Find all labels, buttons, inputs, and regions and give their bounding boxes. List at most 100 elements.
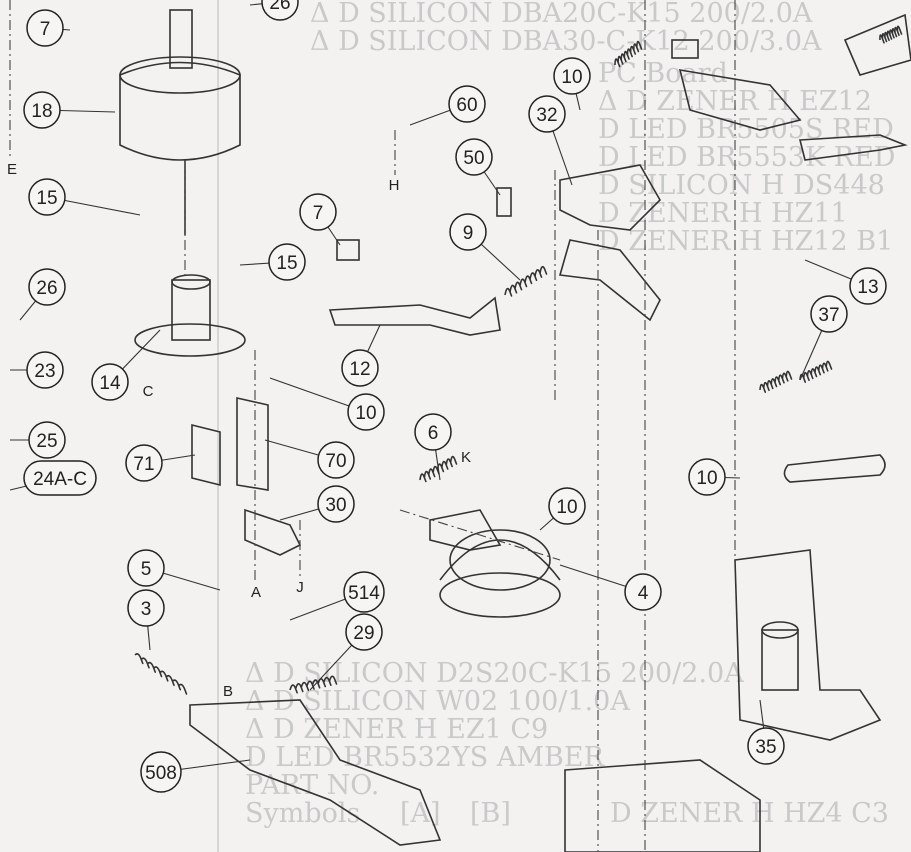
callout-number: 15 [36,188,57,209]
flywheel-4 [429,509,561,618]
top-bracket [678,69,802,131]
callout-number: 35 [755,737,776,758]
callout-bubble [317,485,355,523]
callout-number: 10 [696,468,717,489]
bleed-through-text: Δ D SILICON D2S20C-K15 200/2.0A [245,658,744,689]
bleed-through-text: Δ D SILICON W02 100/1.0A [245,686,630,717]
bleed-through-text: Δ D SILICON DBA20C-K15 200/2.0A [310,0,813,29]
callout-number: 3 [141,599,152,620]
callout-bubble [414,413,452,451]
callout-number: 15 [276,253,297,274]
callout-number: 4 [638,583,649,604]
callout-bubble [28,268,66,306]
lever-12 [328,296,501,336]
callout-number: 24A-C [33,469,87,490]
callout-bubble [268,243,306,281]
bleed-through-text: D ZENER H HZ4 C3 [610,798,889,829]
callout-15: 15 [28,178,141,216]
callout-number: 514 [348,583,380,604]
base-plate [564,759,761,852]
callout-bubble [345,613,383,651]
callout-number: 5 [141,559,152,580]
callout-number: 13 [857,277,878,298]
callout-bubble [849,267,887,305]
bleed-through-text: Symbols [245,798,361,829]
callout-number: 50 [463,148,484,169]
callout-18: 18 [23,91,116,129]
callout-bubble [127,589,165,627]
callout-bubble [688,458,726,496]
callout-10: 10 [539,487,586,531]
lever-13 [798,134,908,161]
spring-icon [799,360,833,383]
callout-7: 7 [26,9,71,47]
spring-icon [419,455,458,483]
callout-number: 25 [36,431,57,452]
callout-bubble [455,138,493,176]
callout-bubble [317,441,355,479]
callout-23: 23 [10,351,64,389]
top-right-part [843,13,911,76]
callout-bubble [553,57,591,95]
chassis-part [734,549,882,741]
callout-26: 26 [249,0,299,21]
callout-10: 10 [553,57,591,111]
callout-number: 32 [536,105,557,126]
callout-35: 35 [747,699,785,765]
spring-icon [879,25,903,44]
callout-bubble [140,751,182,793]
callout-number: 37 [818,305,839,326]
callout-number: 18 [31,101,52,122]
callout-number: 10 [355,403,376,424]
reference-letter-c: C [143,383,154,400]
callout-number: 14 [99,373,121,394]
callout-7: 7 [299,193,341,246]
callout-12: 12 [341,324,381,387]
callout-25: 25 [10,421,66,459]
callout-number: 60 [456,95,477,116]
callout-15: 15 [239,243,306,281]
callout-bubble [26,351,64,389]
callout-bubble [341,349,379,387]
callout-number: 26 [36,278,57,299]
callout-6: 6 [414,413,452,481]
bleed-through-text: D LED BR5532YS AMBER [245,742,604,773]
motor-part [119,9,241,235]
bleed-through-text: PC Board [598,58,728,89]
callout-13: 13 [804,259,887,305]
callout-bubble [347,393,385,431]
callout-50: 50 [455,138,501,196]
callout-number: 7 [40,19,51,40]
callout-number: 71 [133,454,154,475]
callout-bubble [28,421,66,459]
plate-71 [191,423,221,487]
callout-number: 6 [428,423,439,444]
callout-bubble [125,444,163,482]
callout-60: 60 [409,85,486,126]
callout-bubble [261,0,299,21]
callout-bubble [91,363,129,401]
spring-icon [134,653,188,695]
callout-number: 23 [34,361,55,382]
reference-letter-a: A [251,584,261,601]
bleed-through-text: D LED BR5553K RED [598,142,896,173]
bleed-through-text: D ZENER H HZ12 B1 [598,226,894,257]
callout-508: 508 [140,751,251,793]
callout-bubble [747,727,785,765]
callout-10: 10 [688,458,741,496]
callout-number: 10 [556,497,577,518]
bleed-through-text: [B] [470,798,511,829]
callout-14: 14 [91,329,161,401]
spring-icon [289,675,338,694]
callout-number: 7 [313,203,324,224]
plate-70 [236,396,269,491]
block-part [671,39,699,59]
callout-4: 4 [559,564,662,611]
callout-10: 10 [269,377,385,431]
callout-number: 9 [463,223,474,244]
callout-number: 29 [353,623,374,644]
spring-icon [759,370,793,393]
callout-3: 3 [127,589,165,651]
